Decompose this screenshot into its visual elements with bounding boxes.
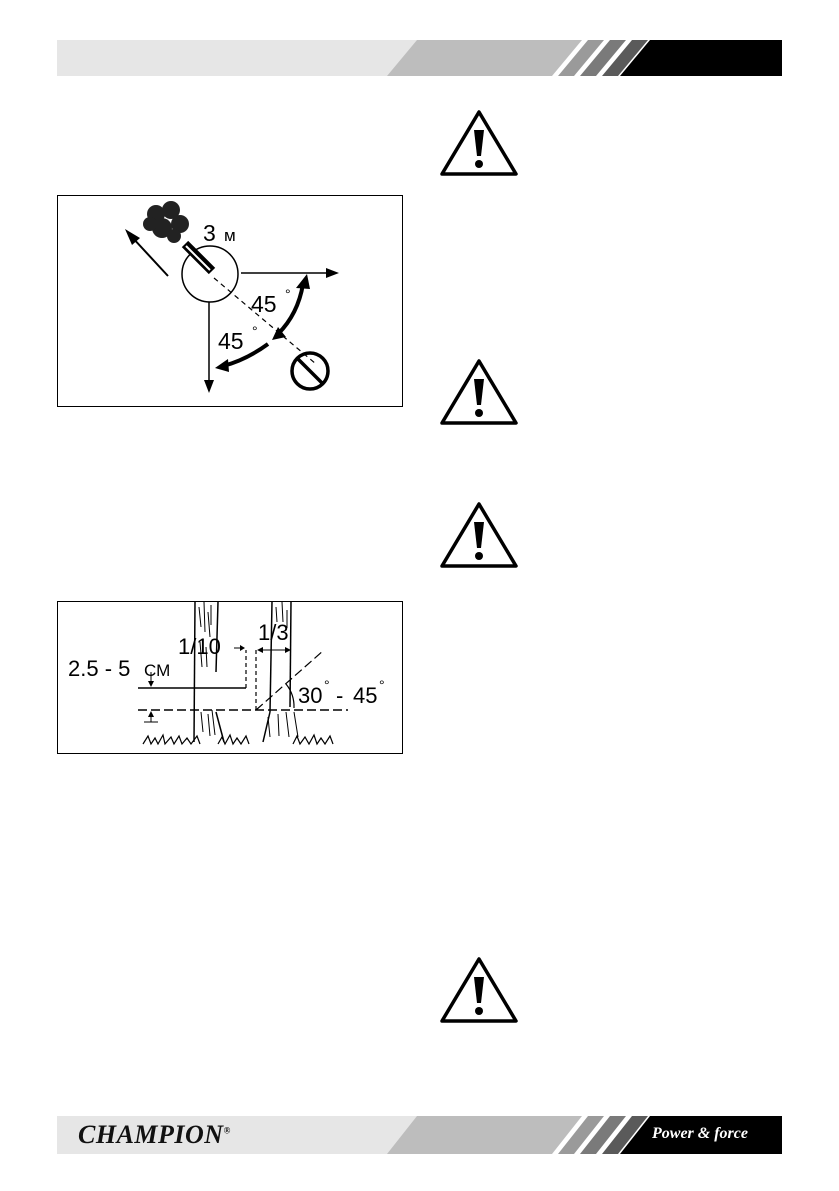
height-unit: СМ — [144, 661, 170, 680]
footer-tagline: Power & force — [652, 1125, 748, 1142]
angle-range-b-degree: ° — [379, 677, 385, 693]
angle-range-b: 45 — [353, 683, 377, 708]
notch-depth-label: 1/10 — [178, 634, 221, 659]
brand-logo: CHAMPION® — [78, 1120, 231, 1150]
height-label: 2.5 - 5 — [68, 656, 130, 681]
warning-icon — [438, 108, 520, 178]
prohibition-icon — [290, 351, 330, 391]
footer-band — [57, 1116, 782, 1154]
tree-crown-icon — [143, 201, 189, 243]
angle-range-a-degree: ° — [324, 677, 330, 693]
angle-range-a: 30 — [298, 683, 322, 708]
angle-upper-label: 45 — [251, 291, 277, 317]
tree-trunk-right — [262, 602, 299, 743]
warning-icon — [438, 500, 520, 570]
angle-lower-label: 45 — [218, 328, 244, 354]
angle-lower-degree: ° — [252, 323, 258, 339]
distance-unit: м — [224, 226, 236, 245]
felling-cut-figure: 2.5 - 5 СМ 1/10 1/3 30 ° - 45 ° — [57, 601, 403, 754]
cut-depth-label: 1/3 — [258, 620, 289, 645]
distance-label: 3 — [203, 220, 216, 246]
brand-name: CHAMPION — [78, 1120, 224, 1149]
warning-icon — [438, 955, 520, 1025]
registered-mark: ® — [223, 1125, 231, 1136]
warning-icon — [438, 357, 520, 427]
felling-direction-figure: 3 м 45 ° 45 ° — [57, 195, 403, 407]
angle-upper-degree: ° — [285, 286, 291, 302]
header-band — [57, 40, 782, 76]
angle-range-dash: - — [336, 683, 343, 708]
tree-trunk-left — [193, 602, 225, 743]
